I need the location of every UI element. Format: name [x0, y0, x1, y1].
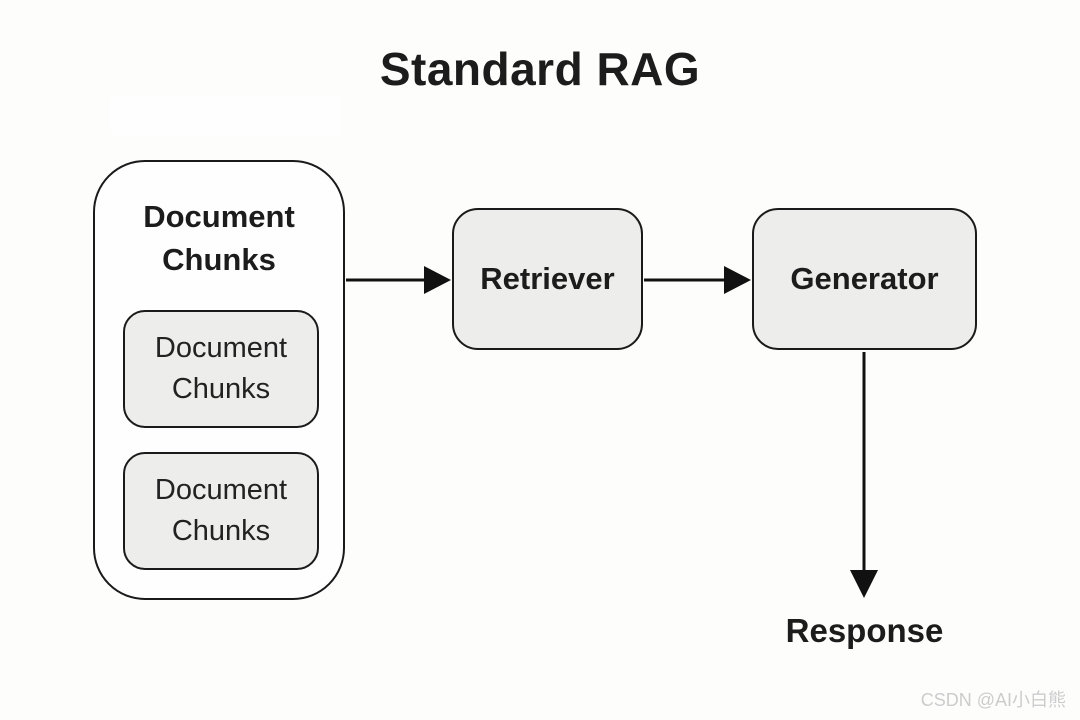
generator-node: Generator [752, 208, 977, 350]
arrowhead-right-icon [424, 266, 451, 294]
response-label: Response [785, 612, 944, 649]
arrowhead-down-icon [850, 570, 878, 598]
removed-watermark-ghost [110, 95, 340, 135]
document-chunks-container: Document Chunks Document Chunks Document… [93, 160, 345, 600]
retriever-node: Retriever [452, 208, 643, 350]
arrow-retriever-to-generator [644, 266, 751, 294]
document-chunk-node: Document Chunks [123, 452, 319, 570]
arrow-generator-to-response [850, 352, 878, 598]
arrowhead-right-icon [724, 266, 751, 294]
document-chunk-node: Document Chunks [123, 310, 319, 428]
csdn-watermark: CSDN @AI小白熊 [920, 690, 1066, 710]
document-chunks-container-label: Document Chunks [143, 199, 295, 277]
arrow-chunks-to-retriever [346, 266, 451, 294]
diagram-title: Standard RAG [379, 43, 701, 95]
